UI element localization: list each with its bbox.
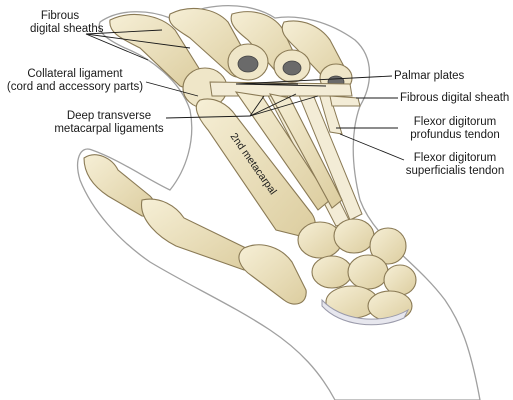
label-line: superficialis tendon: [405, 165, 505, 177]
label-fibrous-digital-sheaths: Fibrous digital sheaths: [30, 10, 104, 36]
label-deep-transverse-metacarpal-ligaments: Deep transverse metacarpal ligaments: [50, 110, 168, 136]
label-line: profundus tendon: [410, 129, 500, 141]
metacarpals: [195, 91, 343, 237]
label-line: Fibrous digital sheath: [400, 92, 510, 104]
carpal-bones: [297, 218, 417, 322]
label-flexor-digitorum-profundus-tendon: Flexor digitorum profundus tendon: [400, 116, 510, 142]
label-line: Collateral ligament: [27, 68, 123, 80]
label-fibrous-digital-sheath: Fibrous digital sheath: [400, 92, 509, 105]
label-palmar-plates: Palmar plates: [394, 70, 464, 83]
leader-lines: [85, 29, 405, 161]
label-line: (cord and accessory parts): [6, 81, 144, 93]
label-collateral-ligament: Collateral ligament (cord and accessory …: [2, 68, 148, 94]
label-flexor-digitorum-superficialis-tendon: Flexor digitorum superficialis tendon: [400, 152, 510, 178]
label-line: metacarpal ligaments: [54, 123, 164, 135]
label-line: Palmar plates: [394, 70, 465, 82]
label-line: Flexor digitorum: [413, 116, 497, 128]
label-line: Flexor digitorum: [413, 152, 497, 164]
thumb-bones: [83, 154, 307, 305]
label-line: Fibrous: [40, 10, 80, 22]
label-line: Deep transverse: [66, 110, 152, 122]
hand-skin-outline: [77, 5, 481, 400]
wrist-base: [321, 298, 410, 326]
label-line: digital sheaths: [30, 23, 104, 35]
